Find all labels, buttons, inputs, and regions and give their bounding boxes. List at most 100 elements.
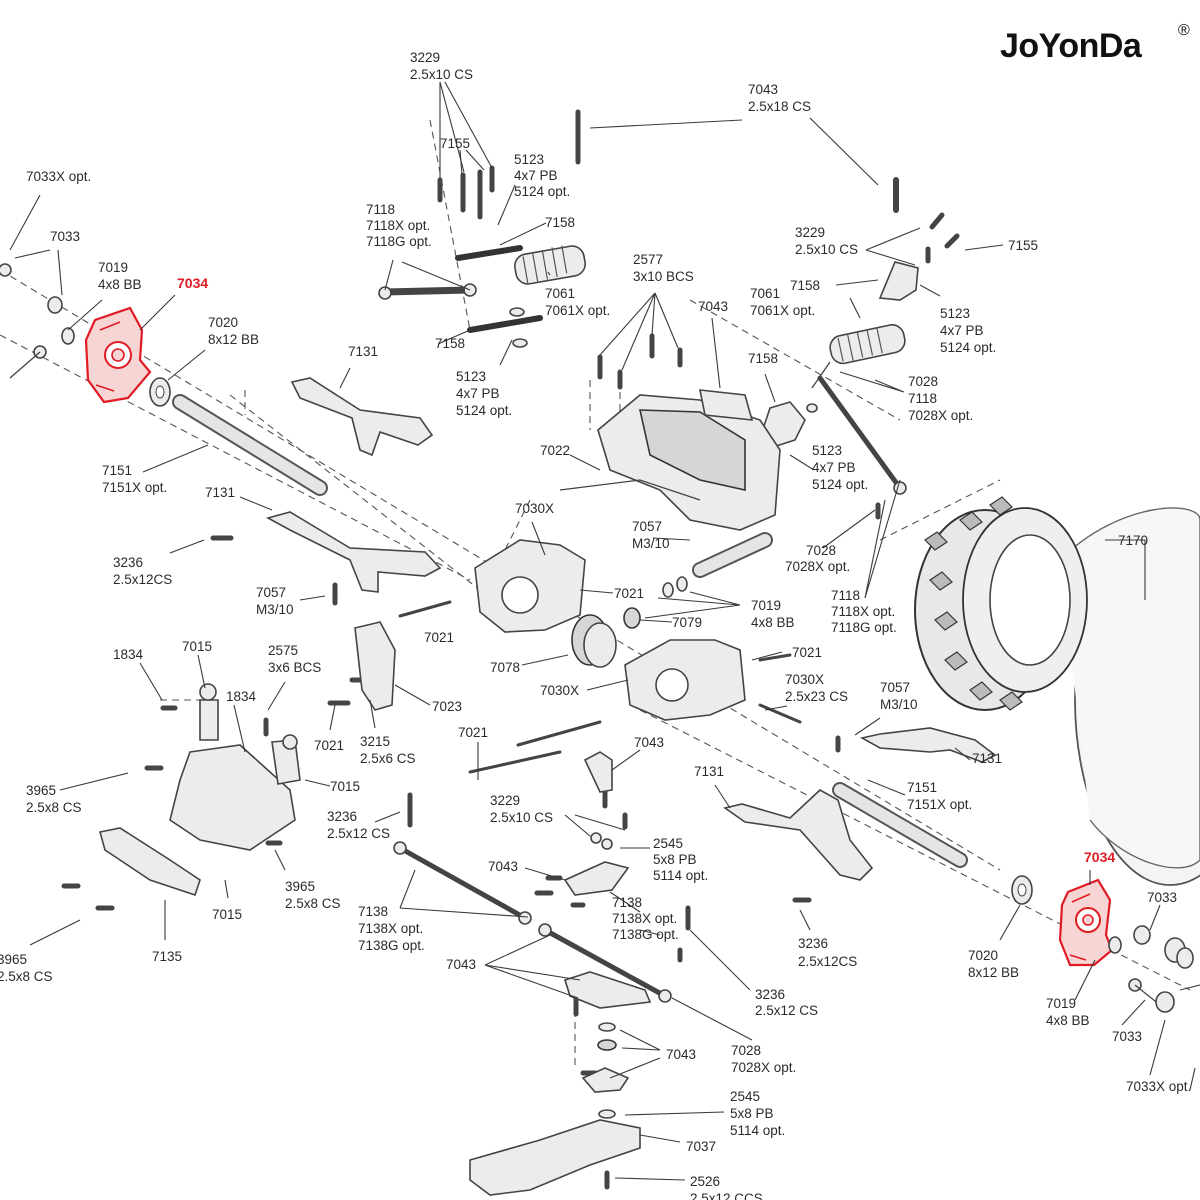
label-7118g-opt-m: 7118G opt.: [831, 620, 897, 635]
label-4x7-pb-mid: 4x7 PB: [456, 386, 500, 401]
label-3965-a: 3965: [26, 783, 56, 798]
wheel-tire-7170: [914, 496, 1200, 886]
label-7030x-a: 7030X: [515, 501, 554, 516]
label-2577: 2577: [633, 252, 663, 267]
label-7057-b: 7057: [256, 585, 286, 600]
label-7033x-opt: 7033X opt.: [26, 169, 91, 184]
label-7020-r: 7020: [968, 948, 998, 963]
label-7118x-opt-m: 7118X opt.: [831, 604, 895, 619]
chassis-7022: [559, 389, 781, 531]
label-2.5x12-ccs: 2.5x12 CCS: [690, 1191, 763, 1200]
label-7057-c: 7057: [880, 680, 910, 695]
sway-bar-7118: [378, 245, 907, 495]
label-7019-r: 7019: [1046, 996, 1076, 1011]
label-7118g-opt: 7118G opt.: [366, 234, 432, 249]
label-7155: 7155: [440, 136, 470, 151]
label-7019-m: 7019: [751, 598, 781, 613]
assembly-axis-lines: [0, 119, 1191, 1070]
label-4x7-pb-r: 4x7 PB: [940, 323, 984, 338]
front-bumper-7135: [98, 827, 201, 897]
label-7015-b: 7015: [330, 779, 360, 794]
label-7033-r2: 7033: [1112, 1029, 1142, 1044]
label-7057-a: 7057: [632, 519, 662, 534]
label-7043: 7043: [748, 82, 778, 97]
label-4x8-bb-r: 4x8 BB: [1046, 1013, 1090, 1028]
label-7138-a: 7138: [358, 904, 388, 919]
label-4x8-bb: 4x8 BB: [98, 277, 142, 292]
skid-plate-7037: [469, 1119, 641, 1196]
differential-7078: [571, 607, 641, 668]
label-3236-b: 3236: [327, 809, 357, 824]
label-7170: 7170: [1118, 533, 1148, 548]
label-3236-a: 3236: [113, 555, 143, 570]
label-5114-opt-b: 5114 opt.: [730, 1123, 785, 1138]
label-7078: 7078: [490, 660, 520, 675]
label-7151x-opt-r: 7151X opt.: [907, 797, 972, 812]
shocks-7061: [514, 245, 906, 389]
suspension-arms-7131: [265, 377, 997, 881]
label-7043-e: 7043: [446, 957, 476, 972]
label-7028x-opt-m: 7028X opt.: [785, 559, 850, 574]
bearings-hardware: [0, 263, 1194, 1119]
label-3236-c: 3236: [798, 936, 828, 951]
label-7138x-opt-b: 7138X opt.: [612, 911, 677, 926]
label-2.5x10-cs-r: 2.5x10 CS: [795, 242, 858, 257]
label-2.5x12cs-a: 2.5x12CS: [113, 572, 172, 587]
brand-registered-mark: ®: [1178, 22, 1190, 39]
label-3965-b: 3965: [285, 879, 315, 894]
label-5123-r2: 5123: [812, 443, 842, 458]
label-7043-f: 7043: [666, 1047, 696, 1062]
label-2.5x12-cs-b: 2.5x12 CS: [327, 826, 390, 841]
label-4x7-pb-r2: 4x7 PB: [812, 460, 856, 475]
label-7021-d: 7021: [314, 738, 344, 753]
brand-name: JoYonDa: [1000, 27, 1143, 65]
label-7021-e: 7021: [458, 725, 488, 740]
label-7118-r: 7118: [908, 391, 937, 406]
steering-linkage: [393, 751, 672, 1093]
label-3229: 3229: [410, 50, 440, 65]
label-7118-m: 7118: [831, 588, 860, 603]
label-3229-c: 3229: [490, 793, 520, 808]
label-7131-b: 7131: [205, 485, 235, 500]
label-7015-c: 7015: [212, 907, 242, 922]
label-7034-r: 7034: [1084, 849, 1115, 865]
label-7015-a: 7015: [182, 639, 212, 654]
label-2575: 2575: [268, 643, 298, 658]
label-7158-mid: 7158: [435, 336, 465, 351]
label-2545-b: 2545: [730, 1089, 760, 1104]
label-2.5x23-cs: 2.5x23 CS: [785, 689, 848, 704]
label-7079: 7079: [672, 615, 702, 630]
screws: [61, 109, 960, 1190]
label-7131: 7131: [348, 344, 378, 359]
label-4x7-pb: 4x7 PB: [514, 168, 558, 183]
steering-knuckle-7034-left: [84, 306, 152, 404]
label-5123-mid: 5123: [456, 369, 486, 384]
label-5123: 5123: [514, 152, 544, 167]
label-7131-c: 7131: [972, 751, 1002, 766]
label-3236-d: 3236: [755, 987, 785, 1002]
label-7034: 7034: [177, 275, 208, 291]
label-7030x-c: 7030X: [785, 672, 824, 687]
label-8x12-bb-r: 8x12 BB: [968, 965, 1019, 980]
label-7022: 7022: [540, 443, 570, 458]
label-5114-opt-a: 5114 opt.: [653, 868, 708, 883]
gearbox-7030x: [474, 539, 746, 721]
label-2526: 2526: [690, 1174, 720, 1189]
part-labels: 3229 2.5x10 CS 7155 5123 4x7 PB 5124 opt…: [0, 50, 1191, 1200]
label-7028-b: 7028: [731, 1043, 761, 1058]
label-7135: 7135: [152, 949, 182, 964]
label-m3-10-a: M3/10: [632, 536, 670, 551]
label-7033-r: 7033: [1147, 890, 1177, 905]
label-7023: 7023: [432, 699, 462, 714]
label-5x8-pb-a: 5x8 PB: [653, 852, 697, 867]
label-7030x-b: 7030X: [540, 683, 579, 698]
label-2.5x8-cs-b: 2.5x8 CS: [285, 896, 341, 911]
label-5124-opt-mid: 5124 opt.: [456, 403, 512, 418]
label-8x12-bb: 8x12 BB: [208, 332, 259, 347]
label-3229-r: 3229: [795, 225, 825, 240]
label-5123-r: 5123: [940, 306, 970, 321]
steering-knuckle-7034-right: [1058, 878, 1114, 967]
label-3215: 3215: [360, 734, 390, 749]
label-7021-a: 7021: [614, 586, 644, 601]
label-3x10-bcs: 3x10 BCS: [633, 269, 694, 284]
